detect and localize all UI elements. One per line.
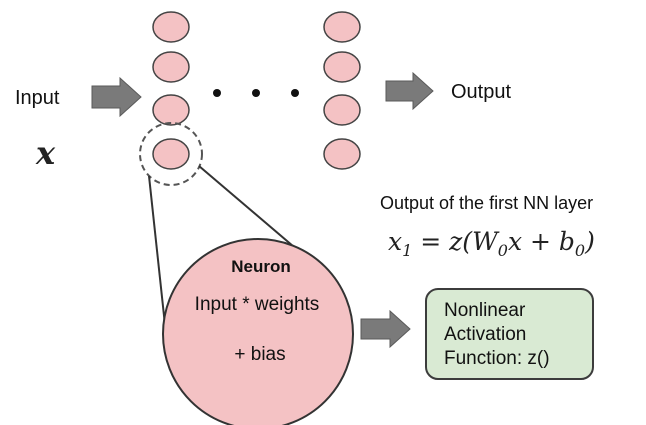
- input-node-3: [152, 94, 190, 126]
- activation-line-2: Activation: [444, 324, 526, 345]
- neuron-circle: [162, 238, 354, 425]
- input-node-1: [152, 11, 190, 43]
- layer-caption: Output of the first NN layer: [380, 193, 593, 213]
- output-arrow: [385, 71, 434, 111]
- input-node-2: [152, 51, 190, 83]
- activation-box: [425, 288, 594, 380]
- input-layer-nodes: [152, 11, 190, 170]
- input-arrow: [91, 76, 142, 118]
- output-layer-nodes: [323, 11, 361, 170]
- neuron-line-1: Input * weights: [195, 294, 320, 315]
- output-node-1: [323, 11, 361, 43]
- neuron-line-2: + bias: [234, 344, 285, 365]
- output-node-4: [323, 138, 361, 170]
- neuron-title: Neuron: [231, 257, 291, 276]
- input-node-4: [152, 138, 190, 170]
- activation-arrow: [360, 309, 411, 349]
- activation-line-3: Function: z(): [444, 348, 550, 369]
- output-node-3: [323, 94, 361, 126]
- input-symbol: x: [35, 134, 56, 172]
- zoom-line-left: [148, 175, 166, 326]
- ellipsis-dots: [213, 89, 299, 97]
- zoom-line-right: [198, 165, 308, 259]
- input-label: Input: [15, 87, 60, 109]
- layer-formula: x1 = z(W0x + b0): [388, 227, 595, 260]
- output-node-2: [323, 51, 361, 83]
- selected-node-highlight: [139, 122, 203, 186]
- output-label: Output: [451, 81, 511, 103]
- activation-line-1: Nonlinear: [444, 300, 526, 321]
